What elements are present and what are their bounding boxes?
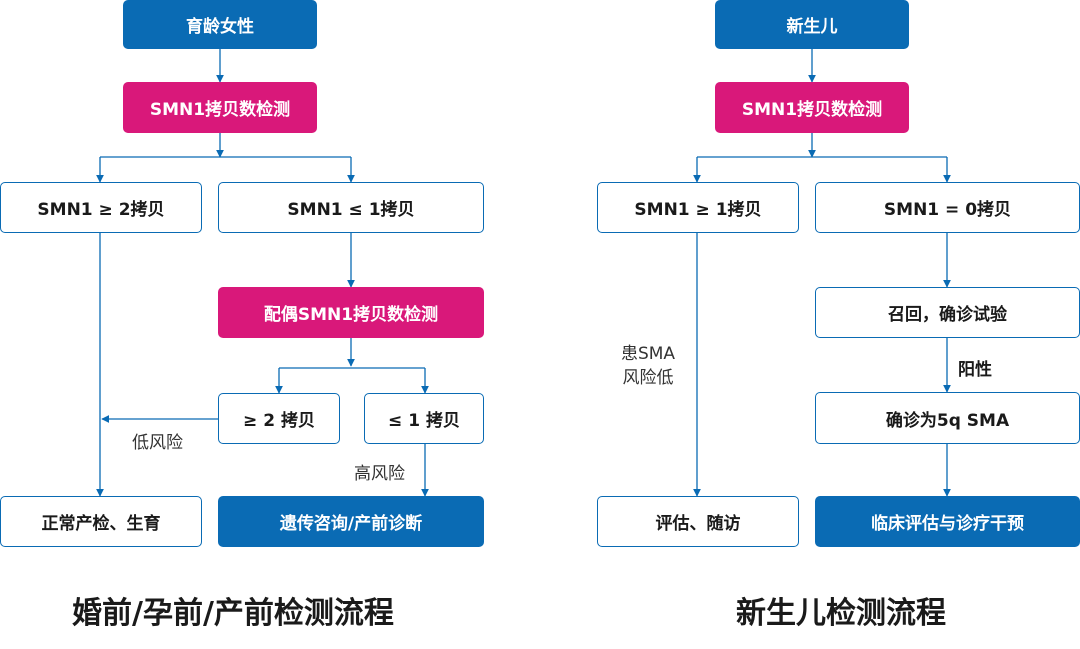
right-start-box: 新生儿	[715, 0, 909, 49]
left-test-box: SMN1拷贝数检测	[123, 82, 317, 133]
left-flow-title: 婚前/孕前/产前检测流程	[72, 596, 394, 631]
right-risk-label-line2: 风险低	[622, 368, 674, 388]
right-result-high-box: SMN1 ≥ 1拷贝	[597, 182, 799, 233]
right-confirmed-box: 确诊为5q SMA	[815, 392, 1080, 444]
left-spouse-high-box: ≥ 2 拷贝	[218, 393, 340, 444]
left-spouse-test-box: 配偶SMN1拷贝数检测	[218, 287, 484, 338]
right-positive-label: 阳性	[958, 360, 992, 380]
right-risk-label: 患SMA 风险低	[608, 342, 688, 390]
left-normal-outcome-box: 正常产检、生育	[0, 496, 202, 547]
right-risk-label-line1: 患SMA	[620, 344, 676, 364]
left-result-high-box: SMN1 ≥ 2拷贝	[0, 182, 202, 233]
left-result-low-box: SMN1 ≤ 1拷贝	[218, 182, 484, 233]
right-result-zero-box: SMN1 = 0拷贝	[815, 182, 1080, 233]
left-spouse-low-box: ≤ 1 拷贝	[364, 393, 484, 444]
left-high-risk-label: 高风险	[354, 464, 405, 484]
left-genetic-outcome-box: 遗传咨询/产前诊断	[218, 496, 484, 547]
right-followup-box: 评估、随访	[597, 496, 799, 547]
right-clinical-box: 临床评估与诊疗干预	[815, 496, 1080, 547]
right-flow-title: 新生儿检测流程	[736, 596, 946, 631]
left-low-risk-label: 低风险	[132, 433, 183, 453]
left-start-box: 育龄女性	[123, 0, 317, 49]
right-test-box: SMN1拷贝数检测	[715, 82, 909, 133]
right-recall-box: 召回，确诊试验	[815, 287, 1080, 338]
